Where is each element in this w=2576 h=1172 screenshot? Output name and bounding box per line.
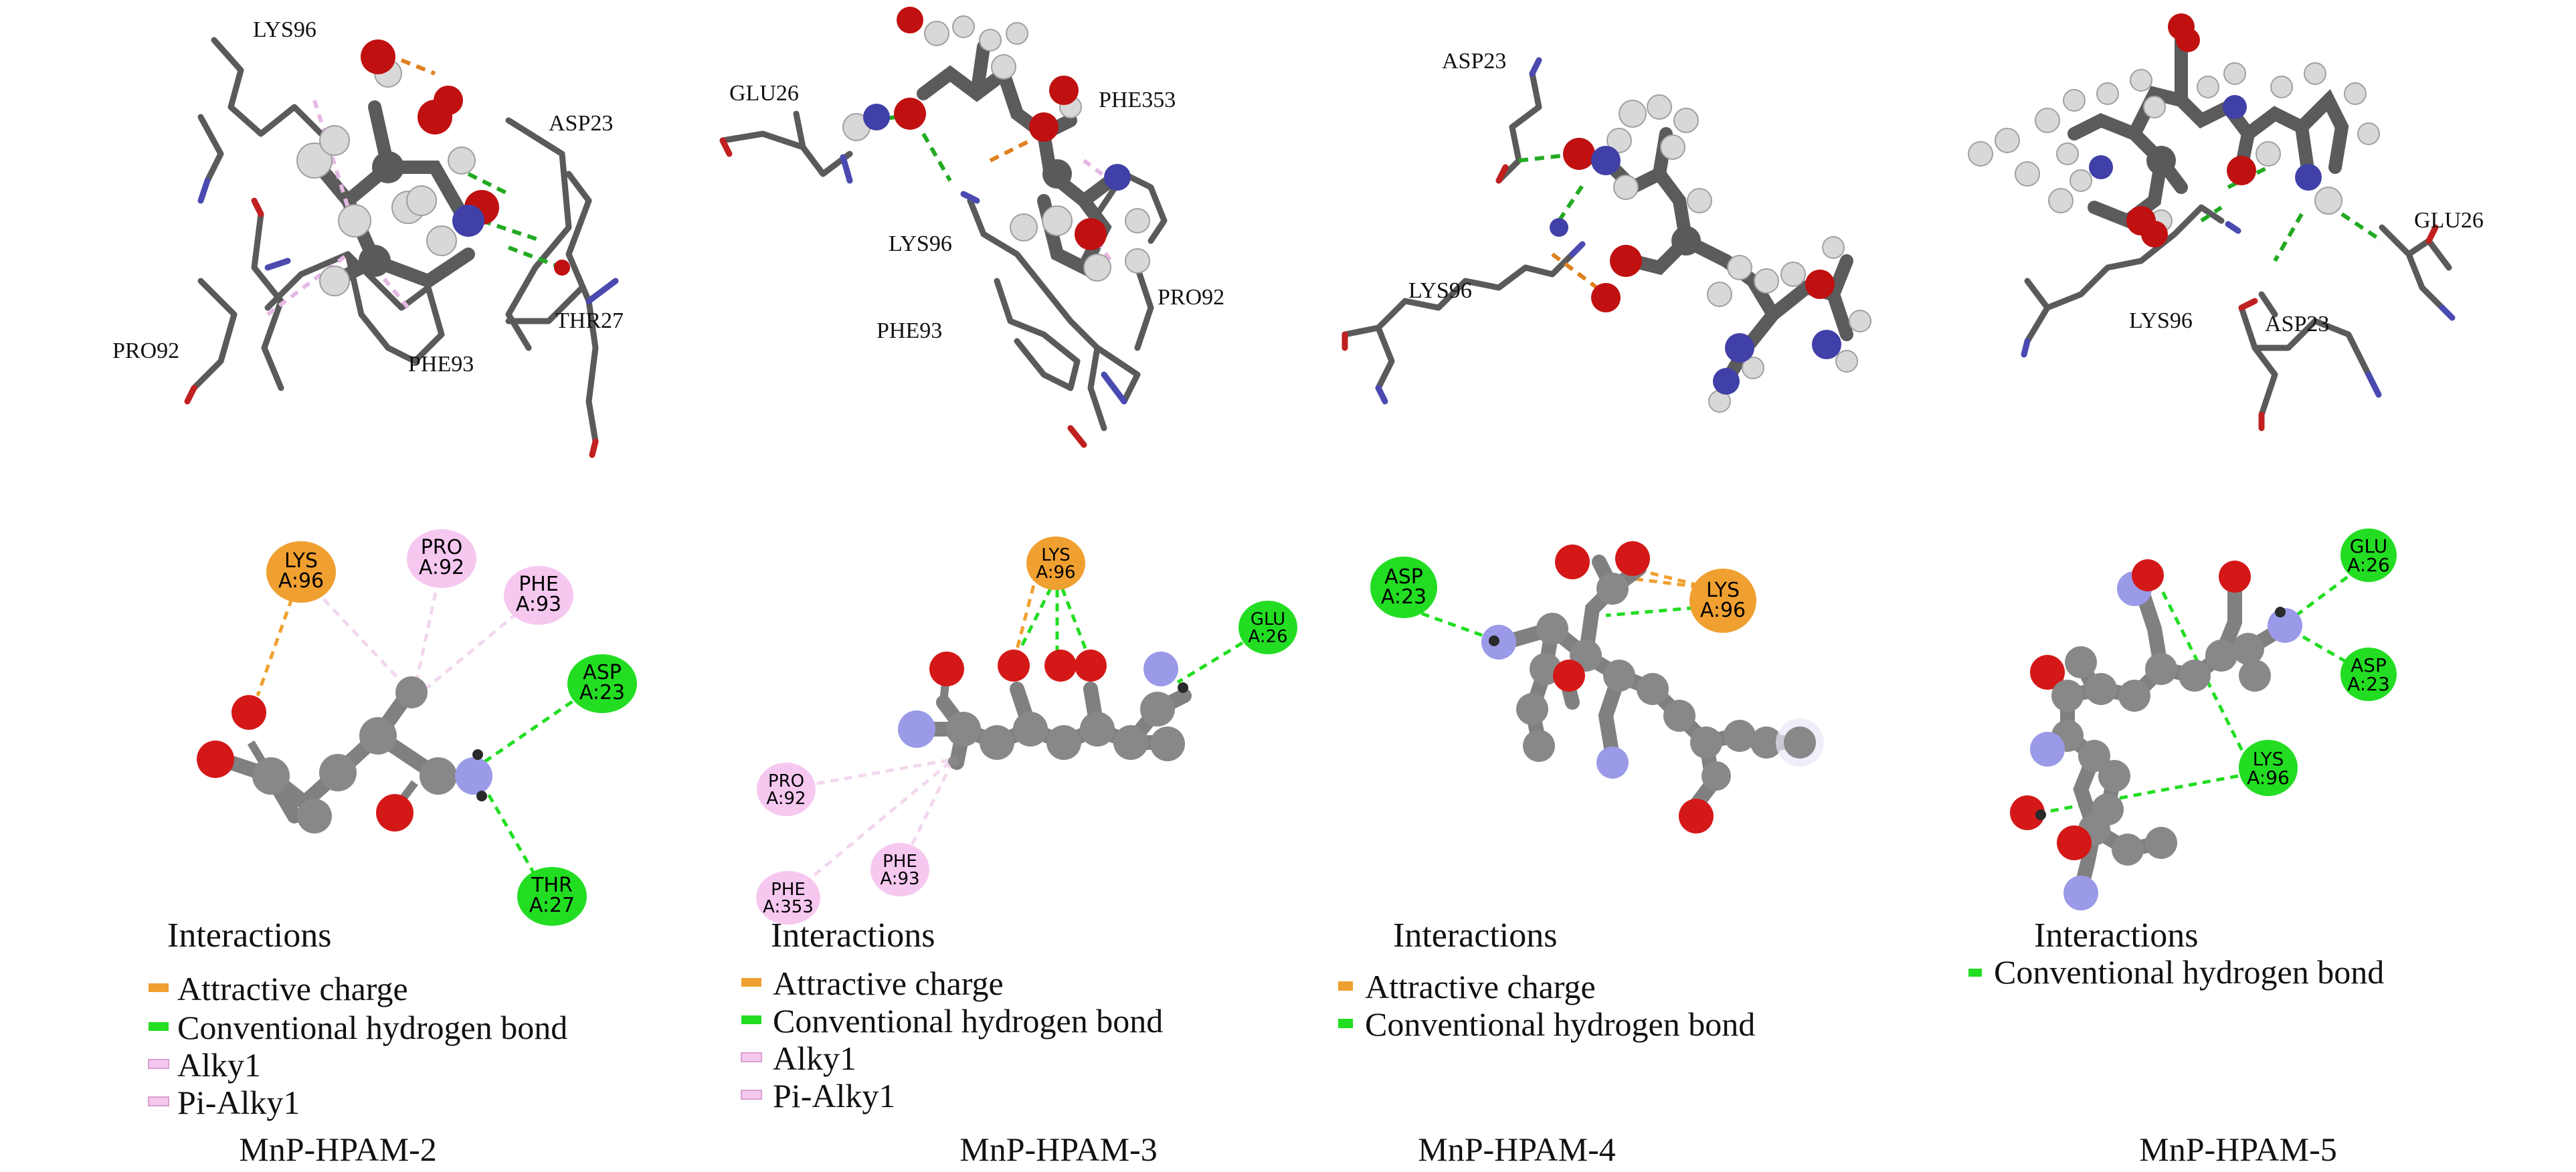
molecule-3d-view: ASP23 LYS96 bbox=[1342, 49, 1871, 413]
label-3d-lys96: LYS96 bbox=[2129, 308, 2193, 333]
svg-text:A:96: A:96 bbox=[1036, 563, 1075, 583]
label-3d-thr27: THR27 bbox=[555, 308, 624, 333]
svg-text:A:96: A:96 bbox=[2247, 767, 2290, 789]
interaction-2d-view: LYS A:96 GLU A:26 PRO A:92 PHE A:93 PHE bbox=[756, 536, 1297, 924]
label-3d-pro92: PRO92 bbox=[112, 338, 179, 363]
legend-alkyl: Alky1 bbox=[773, 1040, 856, 1077]
svg-text:A:26: A:26 bbox=[2347, 554, 2390, 576]
svg-text:A:23: A:23 bbox=[2347, 673, 2390, 695]
label-3d-asp23: ASP23 bbox=[2265, 312, 2329, 336]
svg-text:A:96: A:96 bbox=[1700, 599, 1746, 622]
svg-text:PRO: PRO bbox=[421, 536, 463, 559]
label-3d-pro92: PRO92 bbox=[1158, 285, 1224, 310]
label-3d-phe93: PHE93 bbox=[877, 318, 942, 343]
legend-title: Interactions bbox=[1393, 916, 1557, 955]
svg-text:A:93: A:93 bbox=[880, 869, 919, 889]
svg-text:ASP: ASP bbox=[1384, 565, 1423, 589]
residue-pro92: PRO A:92 bbox=[407, 529, 476, 588]
legend-attractive-charge: Attractive charge bbox=[1365, 968, 1596, 1005]
svg-text:PHE: PHE bbox=[771, 880, 806, 900]
panel-caption: MnP-HPAM-3 bbox=[959, 1131, 1157, 1168]
residue-asp23: ASP A:23 bbox=[567, 654, 637, 713]
interaction-2d-view: ASP A:23 LYS A:96 bbox=[1370, 541, 1824, 834]
residue-phe93: PHE A:93 bbox=[870, 843, 929, 896]
legend-hydrogen-bond: Conventional hydrogen bond bbox=[1365, 1005, 1755, 1043]
legend-title: Interactions bbox=[167, 916, 331, 955]
svg-text:ASP: ASP bbox=[2351, 654, 2387, 676]
svg-text:LYS: LYS bbox=[1041, 545, 1070, 565]
legend-pi-alkyl: Pi-Alky1 bbox=[773, 1077, 895, 1114]
residue-asp23: ASP A:23 bbox=[2340, 648, 2397, 701]
legend: Interactions Attractive charge Conventio… bbox=[741, 916, 1163, 1114]
residue-glu26: GLU A:26 bbox=[1238, 601, 1297, 654]
panel-caption: MnP-HPAM-2 bbox=[239, 1131, 436, 1168]
residue-lys96: LYS A:96 bbox=[1026, 536, 1085, 590]
svg-text:THR: THR bbox=[531, 874, 573, 897]
molecule-3d-view: GLU26 LYS96 ASP23 bbox=[1968, 13, 2484, 431]
svg-text:GLU: GLU bbox=[2350, 535, 2387, 557]
svg-text:LYS: LYS bbox=[1706, 579, 1740, 602]
svg-text:A:353: A:353 bbox=[763, 897, 814, 917]
legend-title: Interactions bbox=[771, 916, 935, 955]
panel-mnp-hpam-5: GLU26 LYS96 ASP23 bbox=[1968, 13, 2484, 1168]
svg-text:LYS: LYS bbox=[284, 549, 318, 573]
legend-hydrogen-bond: Conventional hydrogen bond bbox=[177, 1009, 567, 1046]
label-3d-asp23: ASP23 bbox=[1442, 49, 1506, 74]
svg-text:GLU: GLU bbox=[1251, 609, 1285, 629]
svg-text:PHE: PHE bbox=[883, 852, 917, 872]
panel-mnp-hpam-4: ASP23 LYS96 bbox=[1338, 49, 1871, 1168]
svg-text:A:92: A:92 bbox=[766, 789, 806, 809]
legend: Interactions Attractive charge Conventio… bbox=[148, 916, 567, 1121]
residue-pro92: PRO A:92 bbox=[757, 763, 816, 816]
residue-lys96: LYS A:96 bbox=[266, 541, 336, 603]
svg-text:ASP: ASP bbox=[583, 661, 622, 684]
residue-phe93: PHE A:93 bbox=[504, 566, 573, 625]
label-3d-lys96: LYS96 bbox=[253, 17, 316, 42]
panel-mnp-hpam-2: LYS96 ASP23 THR27 PHE93 PRO92 bbox=[112, 17, 637, 1168]
svg-text:A:23: A:23 bbox=[579, 681, 625, 704]
svg-text:A:27: A:27 bbox=[529, 894, 575, 917]
molecule-3d-view: LYS96 ASP23 THR27 PHE93 PRO92 bbox=[112, 17, 624, 458]
label-3d-phe353: PHE353 bbox=[1099, 88, 1176, 112]
residue-lys96: LYS A:96 bbox=[2239, 740, 2298, 796]
svg-text:A:93: A:93 bbox=[516, 593, 561, 616]
svg-text:A:92: A:92 bbox=[419, 556, 464, 579]
label-3d-glu26: GLU26 bbox=[2414, 208, 2484, 233]
legend-attractive-charge: Attractive charge bbox=[773, 965, 1004, 1002]
legend-pi-alkyl: Pi-Alky1 bbox=[177, 1084, 300, 1121]
legend-hydrogen-bond: Conventional hydrogen bond bbox=[1994, 953, 2384, 991]
legend-attractive-charge: Attractive charge bbox=[177, 970, 408, 1007]
legend: Interactions Conventional hydrogen bond bbox=[1968, 916, 2384, 991]
panel-mnp-hpam-3: GLU26 PHE353 LYS96 PHE93 PRO92 bbox=[719, 7, 1297, 1168]
legend-title: Interactions bbox=[2034, 916, 2198, 955]
panel-caption: MnP-HPAM-4 bbox=[1418, 1131, 1615, 1168]
legend: Interactions Attractive charge Conventio… bbox=[1338, 916, 1755, 1043]
svg-text:A:26: A:26 bbox=[1248, 627, 1287, 647]
interaction-2d-view: LYS A:96 PRO A:92 PHE A:93 ASP A:23 THR bbox=[197, 529, 637, 926]
legend-hydrogen-bond: Conventional hydrogen bond bbox=[773, 1002, 1163, 1040]
label-3d-asp23: ASP23 bbox=[549, 111, 613, 136]
residue-lys96: LYS A:96 bbox=[1689, 569, 1756, 633]
svg-text:PRO: PRO bbox=[768, 771, 804, 791]
residue-asp23: ASP A:23 bbox=[1370, 557, 1437, 618]
legend-alkyl: Alky1 bbox=[177, 1046, 261, 1084]
svg-text:A:96: A:96 bbox=[278, 569, 324, 593]
label-3d-lys96: LYS96 bbox=[889, 231, 952, 256]
label-3d-phe93: PHE93 bbox=[408, 352, 474, 377]
residue-phe353: PHE A:353 bbox=[756, 871, 820, 924]
svg-text:PHE: PHE bbox=[519, 573, 559, 596]
residue-thr27: THR A:27 bbox=[517, 867, 587, 926]
interaction-2d-view: GLU A:26 ASP A:23 LYS A:96 bbox=[2010, 528, 2397, 910]
panel-caption: MnP-HPAM-5 bbox=[2139, 1131, 2336, 1168]
residue-glu26: GLU A:26 bbox=[2340, 528, 2397, 582]
label-3d-lys96: LYS96 bbox=[1408, 278, 1472, 303]
svg-text:LYS: LYS bbox=[2253, 748, 2284, 770]
label-3d-glu26: GLU26 bbox=[729, 81, 799, 106]
molecule-3d-view: GLU26 PHE353 LYS96 PHE93 PRO92 bbox=[719, 7, 1224, 448]
svg-text:A:23: A:23 bbox=[1381, 585, 1427, 609]
